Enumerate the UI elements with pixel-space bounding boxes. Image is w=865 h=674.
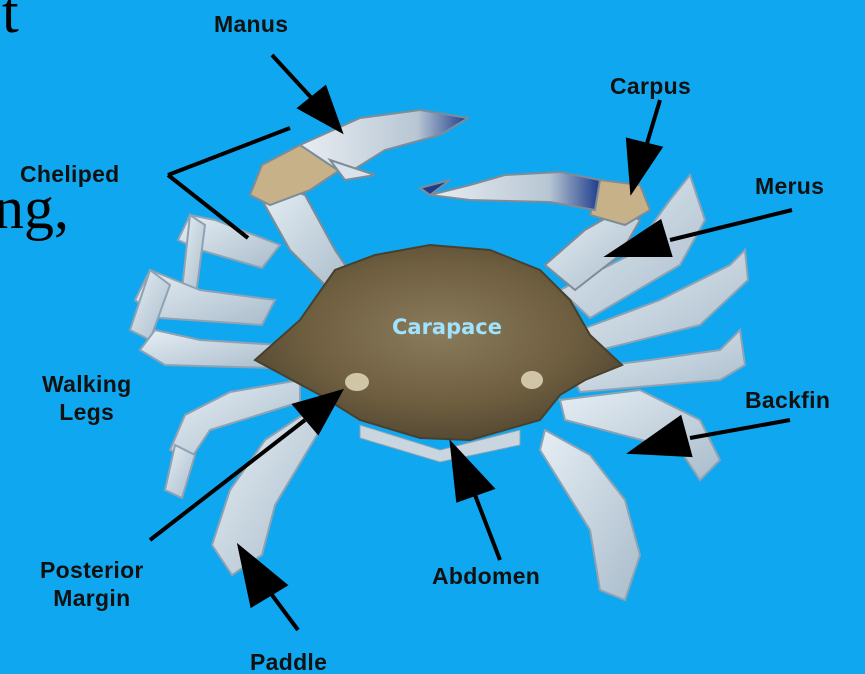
carapace-label: Carapace — [392, 315, 502, 339]
label-backfin: Backfin — [745, 386, 830, 414]
paddle-arrow — [272, 595, 298, 630]
label-paddle: Paddle — [250, 648, 327, 674]
label-walking-legs-line1: Walking — [42, 370, 131, 398]
label-abdomen: Abdomen — [432, 562, 540, 590]
label-cheliped: Cheliped — [20, 160, 120, 188]
label-walking-legs-line2: Legs — [42, 398, 131, 426]
label-carpus: Carpus — [610, 72, 691, 100]
label-posterior-margin: Posterior Margin — [40, 556, 144, 612]
abdomen-arrow — [475, 495, 500, 560]
label-walking-legs: Walking Legs — [42, 370, 131, 426]
label-posterior-margin-line1: Posterior — [40, 556, 144, 584]
label-merus: Merus — [755, 172, 824, 200]
label-manus: Manus — [214, 10, 288, 38]
carpus-arrow — [645, 100, 660, 150]
walking-legs-left — [130, 215, 320, 575]
label-posterior-margin-line2: Margin — [40, 584, 144, 612]
